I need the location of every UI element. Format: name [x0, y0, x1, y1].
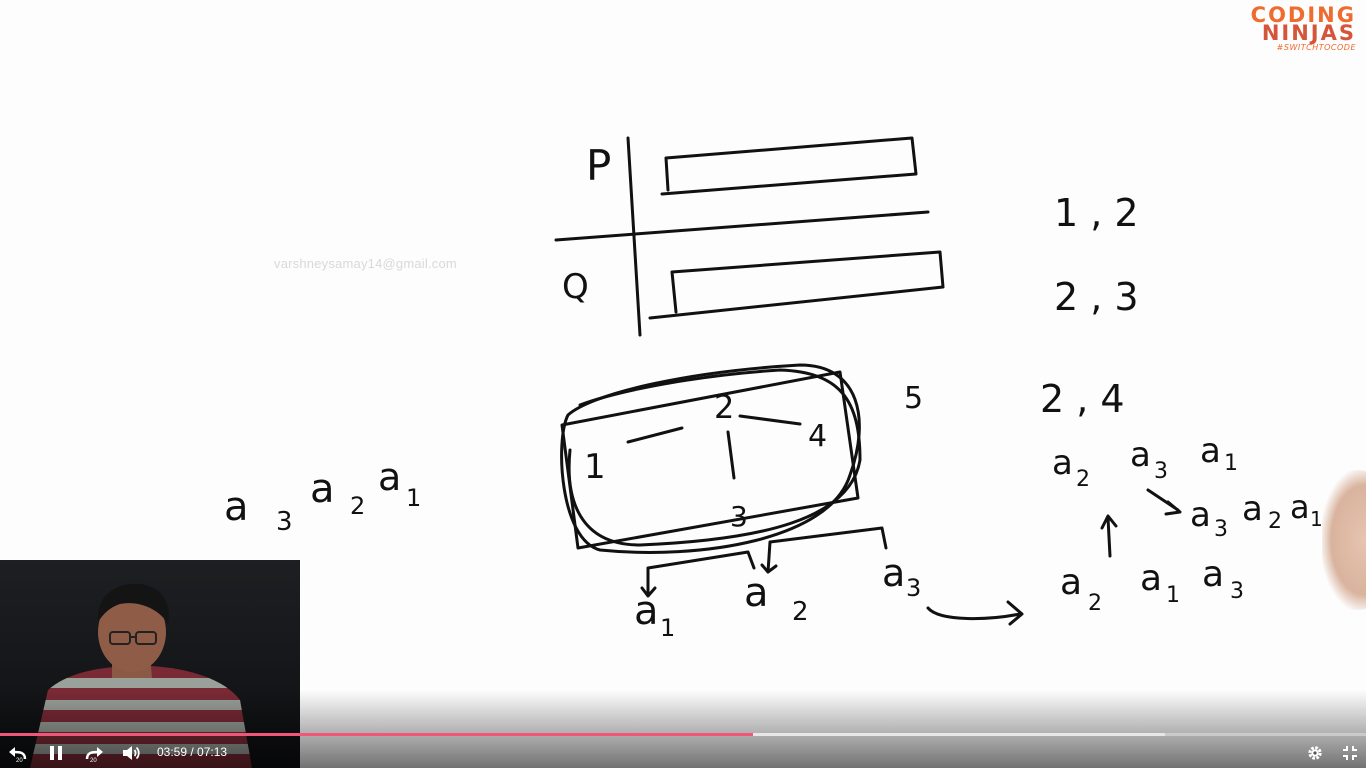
- exit-fullscreen-icon: [1343, 746, 1357, 760]
- node-4: 4: [808, 419, 827, 454]
- left-seq-a: a: [310, 466, 335, 512]
- branch-a: a: [634, 588, 659, 634]
- right-seq-sub: 3: [1214, 517, 1228, 542]
- graph-loop-1: [560, 363, 861, 554]
- email-watermark: varshneysamay14@gmail.com: [274, 256, 457, 271]
- left-seq-sub: 3: [276, 507, 293, 537]
- logo-tagline: #SWITCHTOCODE: [1276, 43, 1356, 52]
- player-controls: 20 20 03:59 / 07:13: [0, 740, 1366, 766]
- node-1: 1: [584, 447, 606, 487]
- right-seq-a: a: [1290, 488, 1310, 526]
- forward-button[interactable]: 20: [80, 740, 108, 766]
- time-separator: /: [187, 745, 198, 759]
- edge-text-3: 2 , 4: [1040, 377, 1125, 421]
- branch-sub: 2: [792, 597, 809, 627]
- rewind-button[interactable]: 20: [4, 740, 32, 766]
- label-p: P: [586, 141, 611, 190]
- volume-icon: [123, 746, 140, 760]
- right-seq-sub: 3: [1230, 579, 1244, 604]
- graph-box: [560, 370, 860, 550]
- table-horizontal-line: [554, 210, 930, 242]
- coding-ninjas-logo: CODING NINJAS #SWITCHTOCODE: [1250, 3, 1356, 53]
- right-seq-a: a: [1200, 431, 1221, 471]
- volume-button[interactable]: [118, 740, 144, 766]
- handwritten-labels: P Q 1 2 3 4 5 1 , 2 2 , 3 2 , 4 a 3 a 2 …: [224, 141, 1323, 642]
- right-seq-sub: 1: [1224, 451, 1238, 476]
- label-q: Q: [562, 267, 589, 307]
- branch-arrow-a1: [640, 550, 756, 598]
- right-seq-sub: 2: [1076, 467, 1090, 492]
- edge-text-2: 2 , 3: [1054, 275, 1139, 319]
- gear-icon: [1308, 746, 1322, 760]
- up-arrow: [1100, 514, 1118, 558]
- pause-button[interactable]: [44, 740, 68, 766]
- forward-seconds: 20: [90, 758, 97, 764]
- logo-line-1: CODING: [1250, 3, 1356, 27]
- current-time: 03:59: [157, 745, 188, 759]
- graph-loop-2: [567, 368, 862, 547]
- controls-gradient: [0, 690, 1366, 768]
- left-seq-a: a: [378, 455, 401, 499]
- progress-played: [0, 733, 753, 736]
- p-bar: [660, 136, 918, 196]
- swap-arrow: [1146, 488, 1182, 516]
- rewind-seconds: 20: [16, 758, 23, 764]
- branch-a: a: [744, 570, 769, 616]
- exit-fullscreen-button[interactable]: [1337, 740, 1363, 766]
- right-seq-a: a: [1190, 495, 1211, 535]
- right-seq-a: a: [1130, 435, 1151, 475]
- settings-button[interactable]: [1302, 740, 1328, 766]
- edge-text-1: 1 , 2: [1054, 191, 1139, 235]
- edge-2-3: [726, 430, 736, 480]
- right-seq-a: a: [1052, 443, 1073, 483]
- branch-a: a: [882, 551, 905, 595]
- right-seq-sub: 2: [1268, 509, 1282, 534]
- progress-bar[interactable]: [0, 733, 1366, 736]
- right-seq-a: a: [1060, 562, 1082, 603]
- node-5: 5: [904, 381, 923, 416]
- presenter-hand: [1322, 470, 1366, 610]
- branch-arrow-a2: [760, 526, 888, 574]
- q-bar: [648, 250, 945, 320]
- time-display: 03:59 / 07:13: [157, 745, 227, 759]
- left-seq-a: a: [224, 484, 249, 530]
- branch-sub: 3: [906, 574, 921, 602]
- logo-line-2: NINJAS: [1261, 21, 1356, 45]
- pause-icon: [50, 746, 62, 760]
- table-vertical-line: [626, 136, 642, 337]
- right-seq-sub: 3: [1154, 459, 1168, 484]
- rewind-20-icon: [9, 747, 27, 760]
- left-seq-sub: 2: [350, 492, 365, 520]
- node-2: 2: [714, 388, 734, 426]
- right-seq-sub: 1: [1166, 583, 1180, 608]
- node-3: 3: [730, 500, 748, 533]
- branch-sub: 1: [660, 614, 675, 642]
- edge-1-2: [626, 426, 684, 444]
- forward-20-icon: [85, 747, 103, 760]
- right-seq-a: a: [1140, 558, 1162, 599]
- transform-arrow: [926, 600, 1024, 626]
- right-seq-sub: 2: [1088, 591, 1102, 616]
- right-seq-a: a: [1202, 554, 1224, 595]
- duration: 07:13: [197, 745, 228, 759]
- right-seq-sub: 1: [1310, 507, 1323, 531]
- right-seq-a: a: [1242, 489, 1263, 529]
- left-seq-sub: 1: [406, 484, 421, 512]
- edge-2-4: [738, 414, 802, 426]
